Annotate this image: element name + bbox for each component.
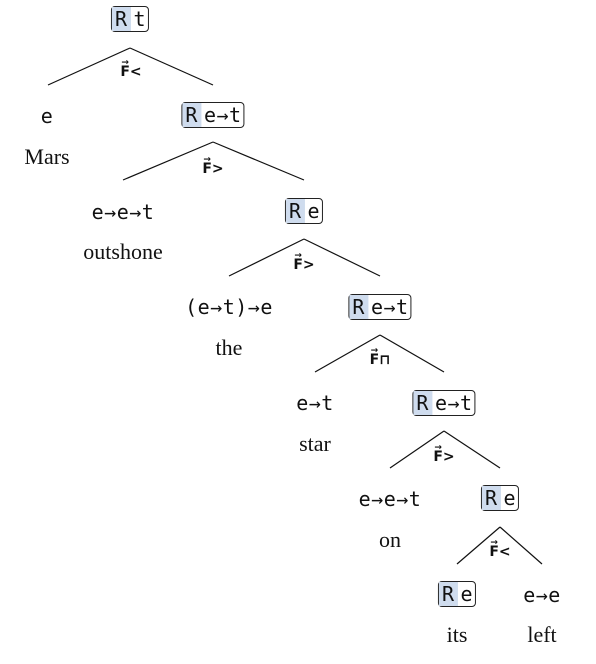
operator-name-2: F xyxy=(293,257,303,273)
operator-label-5: F< xyxy=(489,544,510,560)
word-its: its xyxy=(446,622,468,647)
operator-symbol-1: > xyxy=(211,161,224,177)
word-star: star xyxy=(299,431,331,456)
r-marker-0: R xyxy=(182,103,201,127)
operator-name-4: F xyxy=(433,449,443,465)
tree-branch-8 xyxy=(389,430,445,469)
root-type: t xyxy=(133,7,147,31)
left-type-0: e xyxy=(40,104,54,128)
word-the: the xyxy=(215,335,243,360)
leaf-its-r-marker: R xyxy=(438,582,458,606)
operator-symbol-4: > xyxy=(442,449,455,465)
tree-branch-10 xyxy=(456,526,501,565)
left-type-3: e→t xyxy=(296,391,334,415)
leaf-its-type: e xyxy=(460,582,474,606)
tree-branch-11 xyxy=(499,526,543,565)
operator-symbol-0: < xyxy=(129,64,142,80)
operator-name-0: F xyxy=(120,64,130,80)
tree-branch-0 xyxy=(47,47,131,86)
right-type-2: e→t xyxy=(370,295,409,319)
leaf-left-type: e→e xyxy=(523,583,561,607)
operator-name-3: F xyxy=(370,352,380,368)
tree-branch-1 xyxy=(129,47,214,86)
tree-branch-2 xyxy=(122,141,214,181)
left-type-1: e→e→t xyxy=(91,200,155,224)
left-type-4: e→e→t xyxy=(358,487,422,511)
operator-label-0: F< xyxy=(120,64,141,80)
r-marker-2: R xyxy=(349,295,368,319)
tree-branch-4 xyxy=(228,238,305,277)
root-r-marker: R xyxy=(111,7,131,31)
right-type-1: e xyxy=(307,199,321,223)
word-left: left xyxy=(527,622,557,647)
operator-label-1: F> xyxy=(202,161,223,177)
operator-label-3: F⊓ xyxy=(370,352,391,368)
tree-branch-6 xyxy=(314,334,381,373)
r-marker-3: R xyxy=(413,391,432,415)
tree-branch-7 xyxy=(379,334,445,373)
operator-symbol-2: > xyxy=(302,257,315,273)
right-type-3: e→t xyxy=(434,391,473,415)
right-type-4: e xyxy=(503,486,517,510)
left-type-2: (e→t)→e xyxy=(185,295,273,319)
operator-name-5: F xyxy=(489,544,499,560)
r-marker-4: R xyxy=(481,486,501,510)
right-type-0: e→t xyxy=(203,103,242,127)
operator-label-2: F> xyxy=(293,257,314,273)
word-on: on xyxy=(379,527,401,552)
operator-name-1: F xyxy=(202,161,212,177)
word-mars: Mars xyxy=(24,144,70,169)
tree-branch-9 xyxy=(443,430,501,469)
tree-branch-3 xyxy=(212,141,305,181)
word-outshone: outshone xyxy=(83,239,163,264)
r-marker-1: R xyxy=(285,199,305,223)
operator-label-4: F> xyxy=(433,449,454,465)
operator-symbol-3: ⊓ xyxy=(379,352,391,368)
tree-branch-5 xyxy=(303,238,381,277)
operator-symbol-5: < xyxy=(498,544,511,560)
